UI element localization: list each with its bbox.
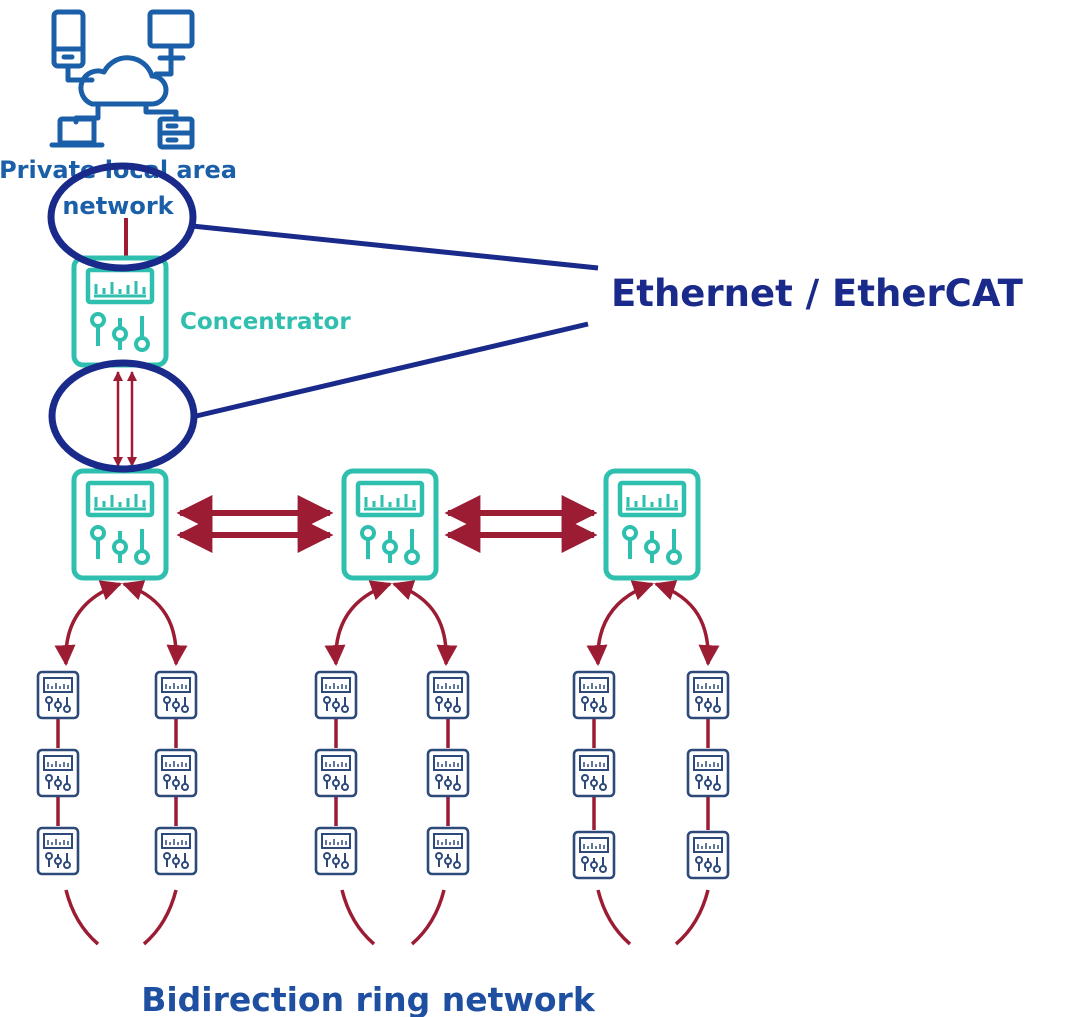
device-chain-2a	[314, 670, 358, 876]
controller-icon-3	[606, 471, 698, 578]
io-device-icon	[314, 826, 358, 876]
laptop-icon	[49, 116, 105, 148]
lan-label-line2: network	[62, 192, 174, 220]
ring-network-title: Bidirection ring network	[141, 980, 596, 1017]
io-device-icon	[36, 670, 80, 720]
io-device-icon	[314, 670, 358, 720]
device-chain-3b	[686, 670, 730, 880]
controller-chain-arcs	[54, 580, 720, 667]
io-device-icon	[36, 748, 80, 798]
io-device-icon	[686, 748, 730, 798]
device-chain-links	[56, 718, 710, 830]
io-device-icon	[426, 670, 470, 720]
protocol-label: Ethernet / EtherCAT	[611, 272, 1024, 315]
controller-icon-1	[74, 471, 166, 578]
io-device-icon	[686, 670, 730, 720]
io-device-icon	[572, 670, 616, 720]
controller-horizontal-arrows	[176, 495, 598, 553]
concentrator-icon	[74, 258, 166, 365]
server-icon	[157, 116, 195, 150]
highlight-callouts	[47, 162, 599, 473]
cloud-icon	[78, 55, 169, 107]
lan-connectors	[65, 55, 179, 125]
phone-icon	[51, 9, 86, 69]
concentrator-label: Concentrator	[180, 309, 351, 335]
monitor-icon	[147, 9, 195, 61]
io-device-icon	[314, 748, 358, 798]
device-chain-1a	[36, 670, 80, 876]
io-device-icon	[572, 748, 616, 798]
lan-label-line1: Private local area	[0, 156, 237, 184]
lan-icon-group	[49, 9, 195, 150]
io-device-icon	[426, 748, 470, 798]
io-device-icon	[686, 830, 730, 880]
io-device-icon	[154, 826, 198, 876]
io-device-icon	[154, 670, 198, 720]
controller-icon-2	[344, 471, 436, 578]
concentrator-controller-arrows	[113, 371, 137, 467]
device-chain-2b	[426, 670, 470, 876]
device-chain-1b	[154, 670, 198, 876]
highlight-circle-icon	[47, 162, 197, 272]
device-chain-3a	[572, 670, 616, 880]
highlight-circle-icon	[48, 359, 198, 473]
io-device-icon	[572, 830, 616, 880]
io-device-icon	[36, 826, 80, 876]
io-device-icon	[426, 826, 470, 876]
ring-return-arcs	[64, 889, 710, 946]
io-device-icon	[154, 748, 198, 798]
